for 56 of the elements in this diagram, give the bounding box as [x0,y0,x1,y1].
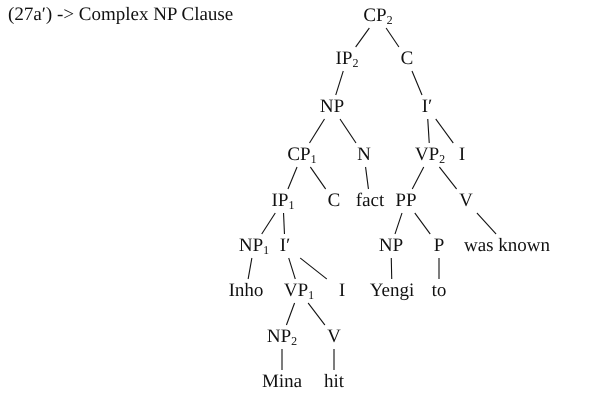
tree-branch [365,166,369,190]
tree-node-label: Mina [262,371,302,393]
tree-node-label: I [458,144,466,166]
tree-node-label: CP$_{2}$ [363,5,393,27]
tree-branch [438,166,458,190]
tree-branch [438,258,440,279]
tree-node-label: PP [395,190,417,212]
tree-node-label: V [459,190,473,212]
tree-branch [355,28,370,48]
tree-node-label: N [357,144,371,166]
tree-node-label: fact [356,190,384,212]
tree-branch [309,118,325,144]
tree-node-label: I′ [422,96,432,118]
tree-node-label: NP$_{2}$ [266,326,298,348]
tree-node-label: C [400,48,414,70]
tree-branch [340,118,356,144]
tree-node-label: I [338,280,346,302]
tree-branch [248,258,252,280]
tree-branch [308,302,326,326]
tree-branch [286,302,296,326]
tree-branch [414,212,431,234]
tree-node-label: IP$_{2}$ [336,48,358,70]
tree-node-label: VP$_{2}$ [414,144,446,166]
tree-branch [300,258,328,280]
tree-node-label: IP$_{1}$ [272,190,294,212]
tree-branch [281,349,283,370]
tree-node-label: to [432,280,446,302]
tree-branch [288,258,296,280]
tree-branch [335,70,344,96]
tree-node-label: C [328,190,340,212]
tree-node-label: P [434,235,444,257]
tree-branch [287,166,298,190]
tree-node-label: CP$_{1}$ [287,144,317,166]
tree-branch [282,212,286,234]
tree-branch [427,118,430,144]
tree-branch [261,212,276,234]
tree-branch [435,118,454,144]
tree-branch [412,166,424,190]
tree-node-label: Yengi [370,280,414,302]
diagram-title: (27a′) -> Complex NP Clause [8,4,234,26]
tree-branch [412,70,422,96]
tree-node-label: NP$_{1}$ [238,235,270,257]
tree-branch [394,212,403,234]
tree-node-label: Inho [228,280,264,302]
tree-node-label: was known [464,235,550,257]
tree-node-label: I′ [280,235,290,257]
tree-branch [386,28,400,48]
tree-branch [310,166,326,190]
tree-branch [476,212,496,234]
tree-node-label: V [327,326,341,348]
tree-branch [333,349,335,370]
tree-node-label: NP [320,96,344,118]
tree-branch [390,258,392,280]
tree-node-label: VP$_{1}$ [284,280,314,302]
tree-node-label: NP [378,235,404,257]
tree-node-label: hit [324,371,344,393]
